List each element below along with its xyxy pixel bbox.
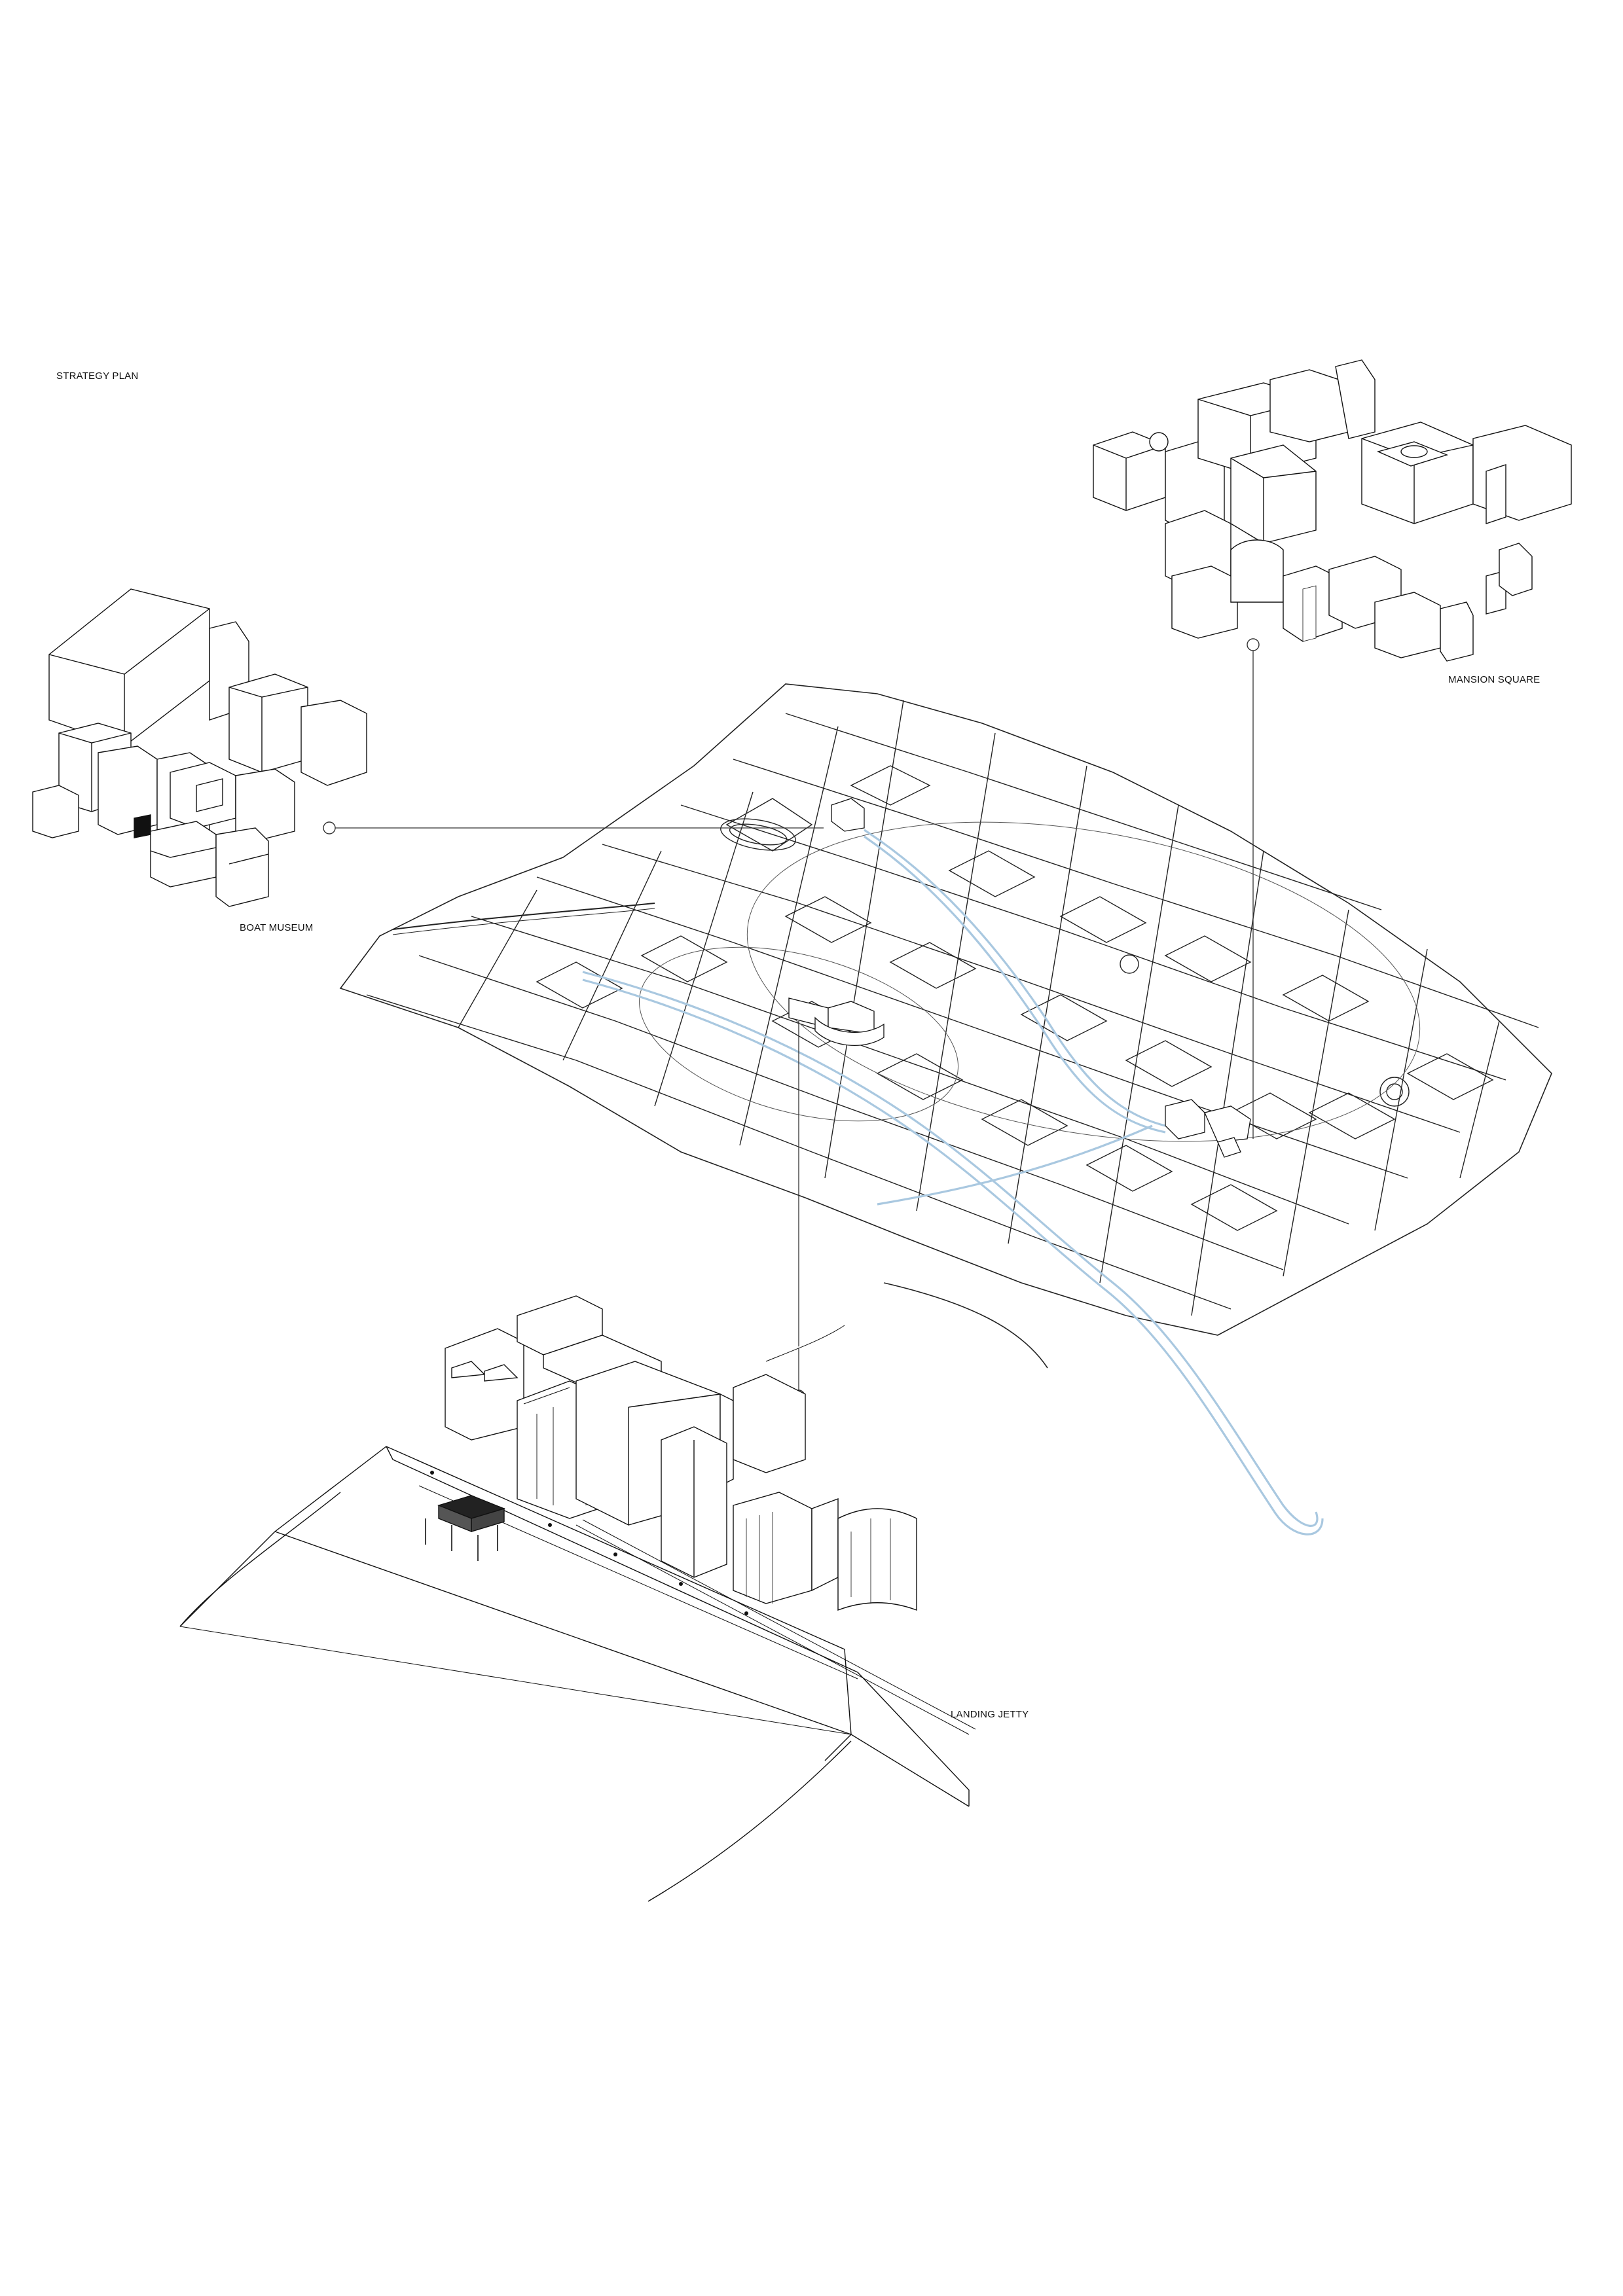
river-channel — [582, 829, 1324, 1535]
mansion-square-model — [1093, 359, 1572, 662]
boat-museum-label: BOAT MUSEUM — [240, 922, 314, 933]
sheet-title: STRATEGY PLAN — [56, 370, 139, 382]
jetty-bollards — [430, 1471, 748, 1615]
mansion-square-connector-dot — [1247, 638, 1260, 651]
callout-leaders — [329, 645, 1254, 1396]
jetty-pavilion — [425, 1495, 506, 1561]
strategy-zone-ellipses — [639, 821, 1421, 1142]
boat-museum-connector-dot — [323, 821, 336, 834]
landing-jetty-label: LANDING JETTY — [951, 1709, 1029, 1720]
boat-museum-model — [32, 588, 367, 907]
city-street-map — [339, 683, 1552, 1369]
landing-jetty-buildings — [445, 1295, 917, 1611]
mansion-square-label: MANSION SQUARE — [1448, 674, 1541, 685]
map-detail-clusters — [788, 798, 1251, 1158]
